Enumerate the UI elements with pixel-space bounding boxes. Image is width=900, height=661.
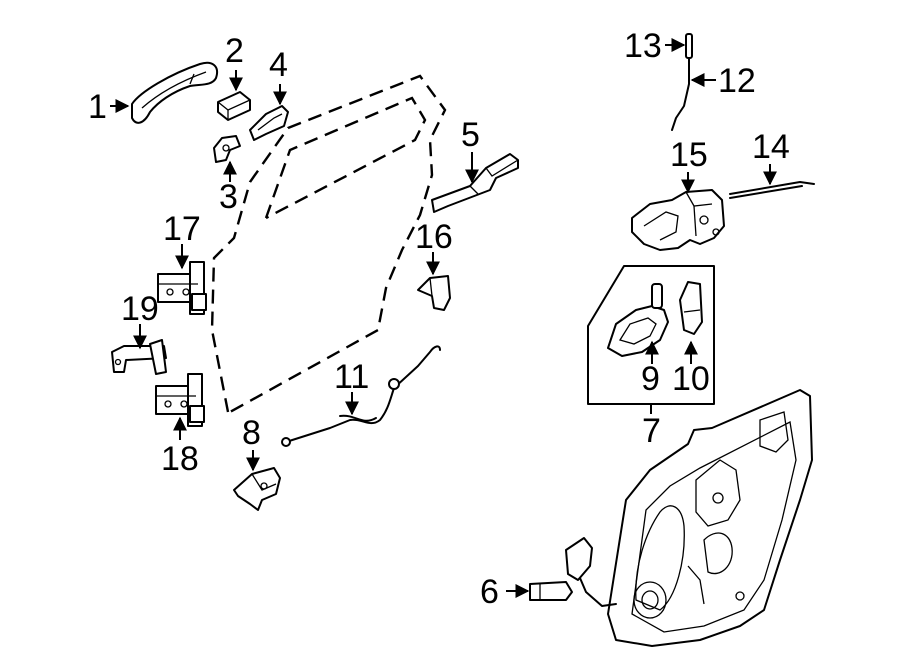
callout-18: 18 (161, 440, 199, 478)
inside-handle-part (607, 283, 669, 357)
callout-12: 12 (718, 62, 756, 100)
door-latch-part (631, 189, 725, 251)
callout-11: 11 (334, 358, 369, 396)
bracket-part (417, 275, 451, 311)
callout-5: 5 (461, 116, 480, 154)
callout-9: 9 (641, 360, 660, 398)
lower-lock-bracket-part (233, 467, 281, 511)
inside-handle-kit-box (587, 265, 715, 405)
callout-8: 8 (242, 414, 261, 452)
callout-4: 4 (269, 46, 288, 84)
callout-15: 15 (670, 136, 708, 174)
handle-gasket-part (249, 105, 289, 141)
door-beam-part (431, 153, 519, 213)
handle-bracket-part (213, 135, 241, 163)
callout-7: 7 (642, 412, 661, 450)
outside-handle-part (131, 61, 218, 124)
callout-2: 2 (225, 32, 244, 70)
door-check-part (111, 339, 167, 375)
handle-cap-part (217, 91, 251, 121)
lock-cable-part (281, 345, 441, 447)
window-regulator-part (529, 389, 813, 647)
callout-13: 13 (624, 27, 662, 65)
callout-6: 6 (480, 573, 499, 611)
leader-lines (110, 38, 777, 598)
callout-17: 17 (163, 210, 201, 248)
upper-hinge-part (157, 261, 207, 315)
callout-16: 16 (415, 218, 453, 256)
callout-19: 19 (121, 290, 159, 328)
lock-rod-part (671, 33, 693, 131)
callout-10: 10 (672, 360, 710, 398)
door-shell-outline (210, 74, 447, 414)
lower-hinge-part (155, 373, 205, 427)
callout-3: 3 (219, 178, 238, 216)
callout-1: 1 (88, 88, 107, 126)
handle-bezel-part (679, 281, 703, 335)
callout-labels: 1 2 3 4 5 6 7 8 9 10 11 12 13 14 15 16 1… (88, 27, 790, 611)
actuator-rod-part (729, 181, 815, 199)
callout-14: 14 (752, 128, 790, 166)
